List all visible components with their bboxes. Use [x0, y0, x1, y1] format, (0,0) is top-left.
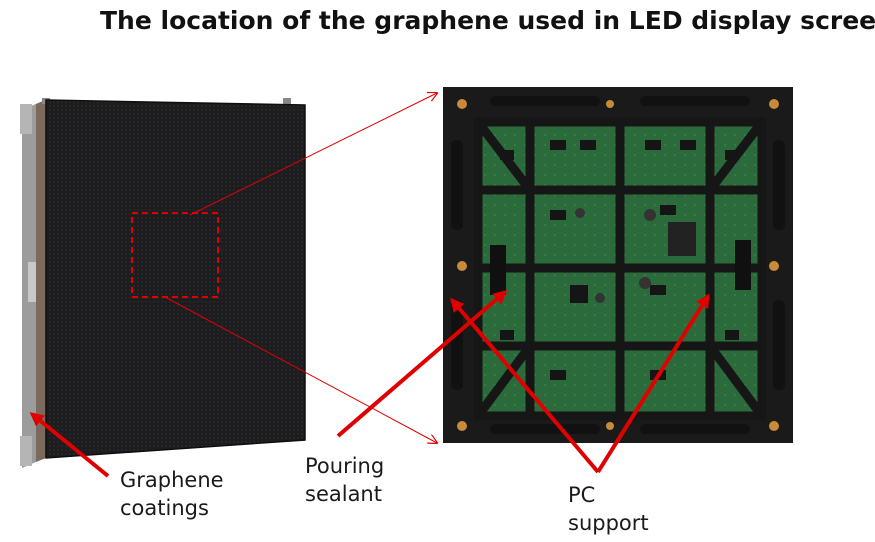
pc-support-frame: [473, 117, 767, 421]
label-graphene-coatings: Graphene coatings: [120, 466, 224, 522]
label-graphene-line2: coatings: [120, 496, 209, 520]
led-cabinet: [20, 98, 306, 468]
label-graphene-line1: Graphene: [120, 468, 224, 492]
led-module-back: [443, 87, 793, 443]
label-pouring-sealant: Pouring sealant: [305, 452, 384, 508]
label-pouring-line2: sealant: [305, 482, 382, 506]
diagram-title: The location of the graphene used in LED…: [100, 6, 875, 35]
label-pc-support: PC support: [568, 481, 649, 537]
arrow-pouring-sealant-to-pcb: [336, 290, 508, 438]
arrow-pc-support-right: [596, 293, 710, 474]
highlight-region: [131, 212, 219, 298]
label-pc-line1: PC: [568, 483, 596, 507]
label-pc-line2: support: [568, 511, 649, 535]
arrow-pc-support-left: [450, 297, 600, 474]
zoom-line-top: [189, 93, 437, 216]
zoom-line-bottom: [164, 296, 437, 443]
label-pouring-line1: Pouring: [305, 454, 385, 478]
arrow-graphene-coatings: [29, 412, 110, 478]
led-panel-face: [46, 100, 305, 458]
